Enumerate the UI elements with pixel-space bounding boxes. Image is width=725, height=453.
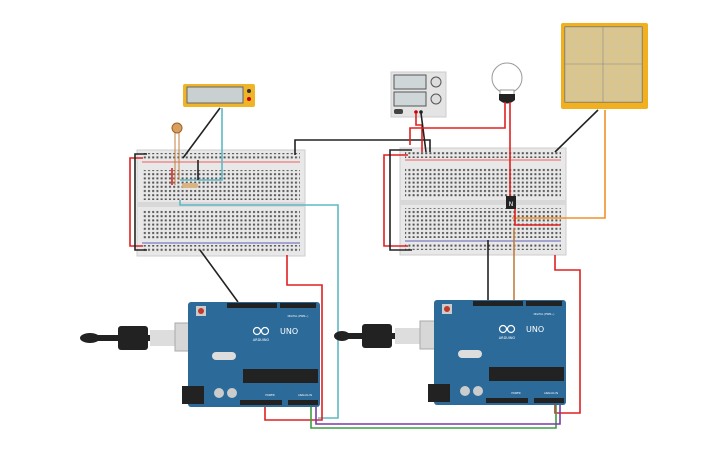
transistor: N — [506, 196, 516, 209]
arduino-uno-left[interactable]: ARDUINO UNO DIGITAL (PWM~) POWER ANALOG … — [80, 302, 320, 407]
oscilloscope[interactable] — [561, 23, 648, 109]
svg-text:N: N — [509, 201, 514, 208]
wires — [129, 102, 606, 429]
svg-text:ANALOG IN: ANALOG IN — [544, 391, 558, 395]
breadboard-right — [399, 147, 567, 256]
resistor — [182, 183, 198, 188]
breadboard-left — [136, 149, 306, 257]
arduino-uno-right[interactable]: ARDUINO UNO DIGITAL (PWM~) POWER ANALOG … — [334, 300, 566, 405]
light-bulb — [491, 62, 523, 104]
power-supply[interactable] — [390, 71, 447, 118]
svg-text:ARDUINO: ARDUINO — [499, 336, 516, 340]
multimeter[interactable] — [183, 84, 255, 107]
svg-text:POWER: POWER — [511, 391, 521, 395]
svg-text:DIGITAL (PWM~): DIGITAL (PWM~) — [534, 312, 555, 316]
svg-text:UNO: UNO — [526, 325, 544, 334]
svg-text:UNO: UNO — [280, 327, 298, 336]
photoresistor — [171, 122, 183, 185]
svg-text:POWER: POWER — [265, 393, 275, 397]
svg-text:DIGITAL (PWM~): DIGITAL (PWM~) — [288, 314, 309, 318]
svg-text:ARDUINO: ARDUINO — [253, 338, 270, 342]
svg-text:ANALOG IN: ANALOG IN — [298, 393, 312, 397]
